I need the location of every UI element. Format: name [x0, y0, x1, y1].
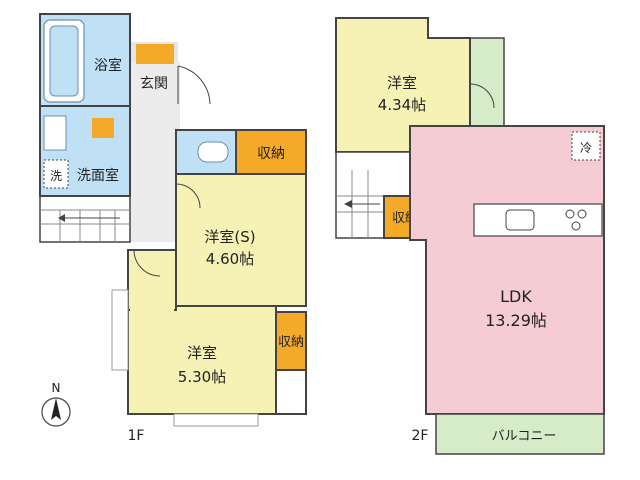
floor-2f: 洋室 4.34帖 収納 冷 LDK 13.29帖: [335, 17, 605, 455]
room-main-window-bottom: [173, 413, 259, 427]
balcony-label: バルコニー: [492, 429, 557, 444]
compass: N: [41, 381, 71, 427]
floor-2f-label: 2F: [412, 428, 429, 444]
room-main-name: 洋室: [187, 344, 217, 362]
room-s-door-swing: [175, 183, 201, 209]
room-s-size: 4.60帖: [206, 250, 254, 268]
washer-box: [43, 159, 69, 189]
bathtub-inner-icon: [49, 25, 79, 97]
room-main-door-swing: [133, 249, 161, 277]
balcony-area: [435, 413, 605, 455]
room-2f-door-swing: [469, 83, 495, 109]
ldk-name: LDK: [500, 287, 532, 306]
washer-label: 洗: [50, 169, 62, 183]
room-2f-name: 洋室: [387, 74, 417, 92]
stair-steps-1f: [40, 209, 130, 242]
storage-side-label: 収納: [278, 335, 304, 350]
ldk-area: [409, 125, 605, 415]
fridge-box: [571, 131, 601, 161]
toilet-icon: [197, 141, 229, 163]
ldk-size: 13.29帖: [485, 311, 547, 330]
sink-icon: [505, 209, 535, 231]
hall-floor-2: [130, 62, 180, 242]
room-main-size: 5.30帖: [178, 368, 226, 386]
bath-label: 浴室: [94, 57, 122, 74]
washbasin-icon: [43, 115, 67, 151]
entrance-door-swing: [177, 65, 211, 105]
entrance-label: 玄関: [140, 75, 168, 92]
kitchen-counter: [473, 203, 603, 237]
room-2f-size: 4.34帖: [378, 96, 426, 114]
storage-top-label: 収納: [257, 146, 285, 162]
room-s-name: 洋室(S): [204, 228, 255, 246]
washroom-orange-box: [92, 118, 114, 138]
side-gap: [275, 369, 307, 415]
stove-icon: [565, 209, 587, 231]
storage-top-area: [235, 129, 307, 175]
floor-1f-label: 1F: [128, 428, 145, 444]
washroom-label: 洗面室: [77, 167, 119, 184]
room-main-window-left: [111, 289, 129, 371]
floor-1f: 浴室 玄関 洗 洗面室 収納 洋室(S) 4.60帖 洋室 5.30帖: [39, 13, 307, 444]
north-arrow-icon: [51, 398, 61, 420]
room-s-area: [175, 173, 307, 307]
compass-label: N: [52, 381, 61, 395]
fridge-label: 冷: [580, 141, 592, 155]
staircase-1f: [39, 195, 131, 243]
stair-arrow-2f: [344, 200, 380, 208]
room-main-area: [127, 305, 277, 415]
entrance-step: [136, 44, 174, 64]
stair-arrow-1f: [58, 214, 120, 222]
upper-balcony: [469, 37, 505, 127]
